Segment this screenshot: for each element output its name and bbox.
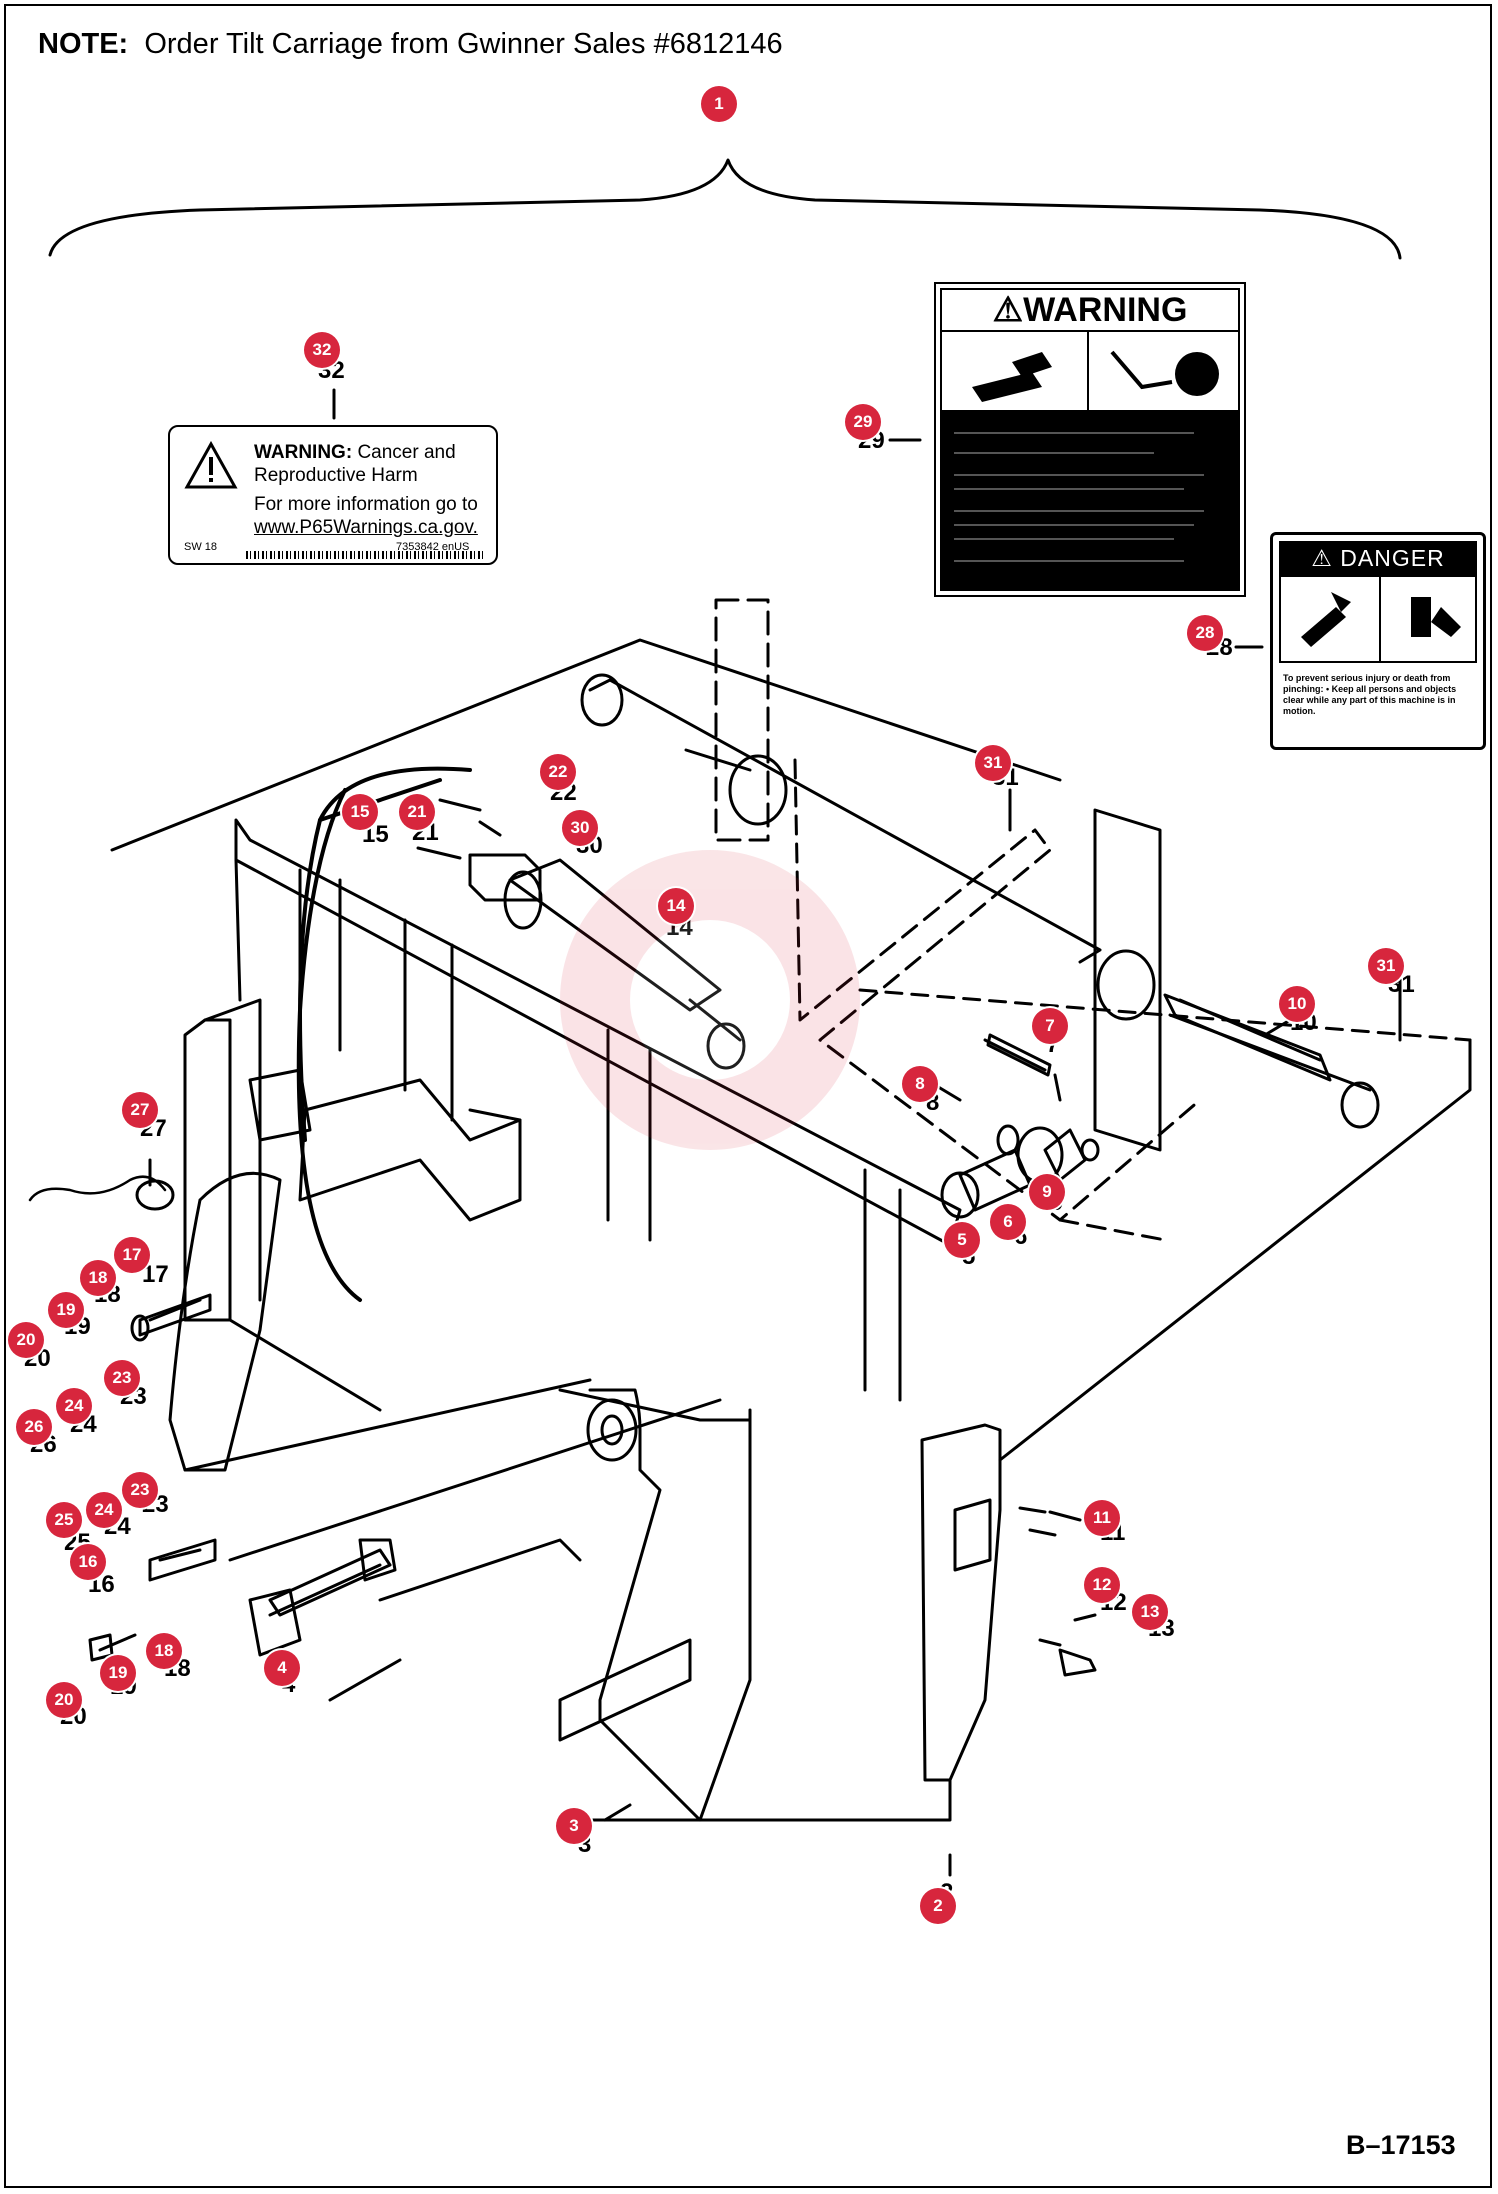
callout-15: 15 (342, 794, 378, 830)
pictogram-divider (1379, 577, 1381, 661)
callout-21: 21 (399, 794, 435, 830)
callout-20: 20 (8, 1322, 44, 1358)
callout-19: 19 (48, 1292, 84, 1328)
prop65-url: www.P65Warnings.ca.gov. (254, 517, 478, 538)
assembly-brace (48, 158, 1402, 260)
callout-13: 13 (1132, 1594, 1168, 1630)
callout-29: 29 (845, 404, 881, 440)
warning-decal-pictograms (940, 332, 1240, 412)
callout-24: 24 (86, 1492, 122, 1528)
danger-decal-text: To prevent serious injury or death from … (1283, 673, 1457, 716)
callout-8: 8 (902, 1066, 938, 1102)
prop65-code-left: SW 18 (184, 541, 218, 553)
callout-3: 3 (556, 1808, 592, 1844)
callout-18: 18 (80, 1260, 116, 1296)
callout-28: 28 (1187, 615, 1223, 651)
callout-12: 12 (1084, 1567, 1120, 1603)
danger-decal: ⚠ DANGER To prevent serious injury or de… (1270, 532, 1486, 750)
prop65-warning-label: WARNING: Cancer and Reproductive Harm Fo… (168, 425, 498, 565)
warning-decal-title: WARNING (1023, 290, 1188, 329)
pictogram-divider (1087, 332, 1089, 410)
warning-triangle-icon (184, 441, 238, 489)
diagram-frame (4, 4, 1492, 2188)
callout-11: 11 (1084, 1500, 1120, 1536)
callout-32: 32 (304, 332, 340, 368)
callout-16: 16 (70, 1544, 106, 1580)
note-prefix: NOTE: (38, 28, 129, 60)
callout-25: 25 (46, 1502, 82, 1538)
callout-31: 31 (975, 745, 1011, 781)
callout-20: 20 (46, 1682, 82, 1718)
callout-26: 26 (16, 1409, 52, 1445)
note-text: Order Tilt Carriage from Gwinner Sales #… (144, 28, 783, 60)
order-note: NOTE: Order Tilt Carriage from Gwinner S… (38, 28, 783, 61)
barcode (246, 551, 486, 559)
callout-14: 14 (658, 888, 694, 924)
callout-30: 30 (562, 810, 598, 846)
callout-22: 22 (540, 754, 576, 790)
prop65-info: For more information go to (254, 494, 478, 515)
callout-24: 24 (56, 1388, 92, 1424)
high-pressure-fluid-icon (972, 350, 1219, 402)
pinch-point-icon (1301, 592, 1461, 647)
prop65-heading-bold: WARNING: (254, 442, 353, 463)
callout-23: 23 (122, 1472, 158, 1508)
callout-6: 6 (990, 1204, 1026, 1240)
danger-decal-pictograms (1279, 575, 1477, 663)
callout-31: 31 (1368, 948, 1404, 984)
danger-decal-header: ⚠ DANGER (1279, 541, 1477, 575)
callout-18: 18 (146, 1633, 182, 1669)
warning-decal: ⚠WARNING (934, 282, 1246, 597)
callout-1: 1 (701, 86, 737, 122)
prop65-heading: WARNING: Cancer and Reproductive Harm (254, 441, 490, 487)
drawing-number: B–17153 (1346, 2130, 1456, 2160)
callout-2: 2 (920, 1888, 956, 1924)
callout-5: 5 (944, 1222, 980, 1258)
callout-27: 27 (122, 1092, 158, 1128)
callout-7: 7 (1032, 1008, 1068, 1044)
warning-triangle-icon: ⚠ (1311, 544, 1333, 571)
prop65-code-right: 7353842 enUS (396, 541, 470, 553)
callout-10: 10 (1279, 986, 1315, 1022)
callout-9: 9 (1029, 1174, 1065, 1210)
callout-19: 19 (100, 1655, 136, 1691)
callout-23: 23 (104, 1360, 140, 1396)
callout-17: 17 (114, 1237, 150, 1273)
warning-decal-text-panel (940, 412, 1240, 591)
danger-decal-title: DANGER (1340, 544, 1445, 571)
warning-decal-header: ⚠WARNING (940, 288, 1240, 332)
warning-triangle-icon: ⚠ (992, 291, 1024, 329)
prop65-heading-rest: Cancer and Reproductive Harm (254, 442, 456, 486)
callout-4: 4 (264, 1650, 300, 1686)
